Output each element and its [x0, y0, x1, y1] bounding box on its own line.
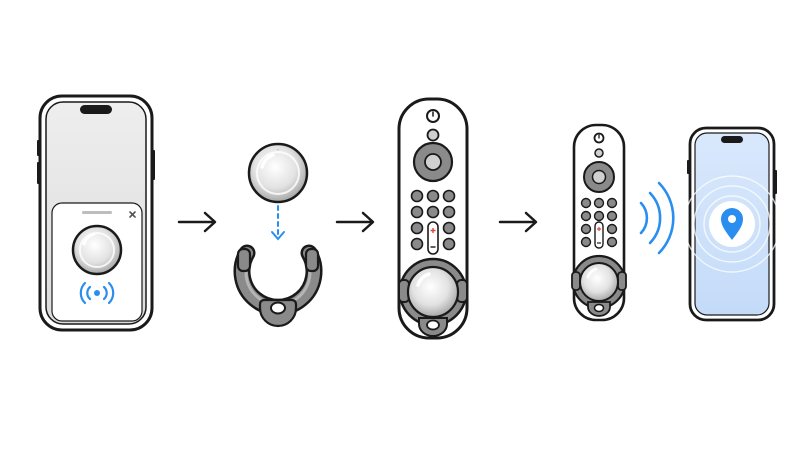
close-icon[interactable]: [129, 211, 136, 218]
airtag-icon: [71, 224, 123, 276]
right-arrow-icon: [335, 211, 375, 233]
down-arrow-icon: [271, 205, 285, 241]
airtag-icon: [406, 265, 460, 319]
airtag-icon: ⌁: [247, 142, 309, 204]
pairing-card: [51, 202, 143, 322]
right-arrow-icon: [177, 211, 217, 233]
phone-icon: [683, 126, 781, 322]
signal-waves-icon: [639, 181, 675, 255]
nfc-waves-icon: [79, 281, 115, 305]
location-pin-icon: [721, 208, 743, 240]
step-pair-phone: [37, 94, 155, 332]
right-arrow-icon: [498, 211, 538, 233]
airtag-icon: [579, 262, 619, 302]
holder-ring-icon: [233, 244, 323, 328]
step-insert-holder: ⌁: [233, 142, 323, 328]
svg-text:⌁: ⌁: [277, 147, 280, 152]
step-locate-remote: [571, 123, 781, 322]
step-remote-with-tag: [397, 97, 469, 340]
